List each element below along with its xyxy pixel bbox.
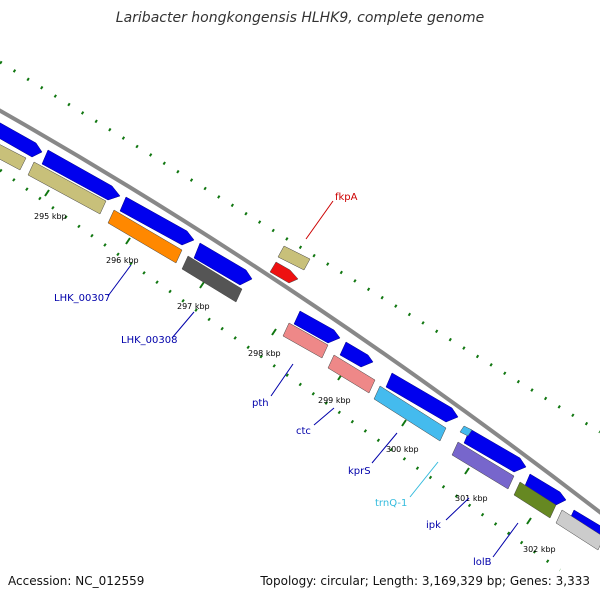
tick-mark xyxy=(401,419,407,427)
feature-khaki xyxy=(0,144,27,171)
outer-dotted-track xyxy=(0,60,600,434)
cds-arrow xyxy=(41,149,121,201)
connector-lolB xyxy=(492,522,519,558)
gene-label-pth: pth xyxy=(252,398,269,409)
feature-light-blue xyxy=(373,385,447,442)
connector-fkpA xyxy=(305,200,334,240)
connector-lhk307 xyxy=(107,264,132,297)
map-title: Laribacter hongkongensis HLHK9, complete… xyxy=(115,10,485,26)
tick-label: 300 kbp xyxy=(386,445,419,454)
feature-salmon xyxy=(327,354,376,394)
cds-arrow xyxy=(193,242,253,286)
gene-labels: fkpA LHK_00307 LHK_00308 pth ctc kprS tr… xyxy=(54,192,492,568)
tick-labels: 295 kbp 296 kbp 297 kbp 298 kbp 299 kbp … xyxy=(34,212,556,554)
connector-ctc xyxy=(313,407,335,426)
feature-olive xyxy=(513,481,557,519)
tick-label: 297 kbp xyxy=(177,302,210,311)
feature-khaki-small xyxy=(277,245,311,271)
feature-red-fkpA xyxy=(269,261,299,284)
feature-orange xyxy=(107,209,183,264)
cds-arrow xyxy=(0,122,43,158)
feature-khaki xyxy=(27,161,107,215)
tick-label: 296 kbp xyxy=(106,256,139,265)
tick-mark xyxy=(125,237,131,245)
feature-dark-gray xyxy=(181,255,243,303)
feature-light-gray xyxy=(555,509,600,551)
feature-salmon xyxy=(282,322,329,359)
feature-trna xyxy=(459,425,473,437)
tick-label: 298 kbp xyxy=(248,349,281,358)
gene-label-lolB: lolB xyxy=(473,557,492,568)
gene-label-lhk308: LHK_00308 xyxy=(121,335,177,346)
connector-ipk xyxy=(445,497,470,521)
connector-kprS xyxy=(371,432,398,464)
feature-track xyxy=(0,144,600,551)
connector-trnQ xyxy=(409,461,439,498)
tick-mark xyxy=(199,281,205,289)
cds-arrow xyxy=(293,310,341,344)
tick-mark xyxy=(271,328,277,336)
connector-lhk308 xyxy=(171,311,195,339)
tick-marks xyxy=(44,189,532,525)
feature-purple xyxy=(451,441,515,490)
cds-arrow xyxy=(339,341,374,368)
tick-dots xyxy=(0,60,600,572)
gene-label-trnQ: trnQ-1 xyxy=(375,498,407,509)
tick-mark xyxy=(464,467,470,475)
gene-label-ctc: ctc xyxy=(296,426,311,437)
inner-dotted-track xyxy=(0,168,561,572)
accession-text: Accession: NC_012559 xyxy=(8,574,145,588)
tick-mark xyxy=(44,189,50,197)
cds-arrow xyxy=(119,196,195,246)
cds-arrow xyxy=(385,372,459,423)
tick-label: 301 kbp xyxy=(455,494,488,503)
genome-summary-text: Topology: circular; Length: 3,169,329 bp… xyxy=(260,574,590,588)
tick-label: 302 kbp xyxy=(523,545,556,554)
gene-label-ipk: ipk xyxy=(426,520,441,531)
genome-backbone xyxy=(0,108,600,515)
tick-label: 295 kbp xyxy=(34,212,67,221)
cds-arrow xyxy=(463,428,527,473)
label-connectors xyxy=(107,200,519,558)
gene-label-fkpA: fkpA xyxy=(335,192,358,203)
gene-label-kprS: kprS xyxy=(348,466,371,477)
connector-pth xyxy=(270,363,294,397)
tick-mark xyxy=(526,517,532,525)
tick-label: 299 kbp xyxy=(318,396,351,405)
gene-label-lhk307: LHK_00307 xyxy=(54,293,110,304)
